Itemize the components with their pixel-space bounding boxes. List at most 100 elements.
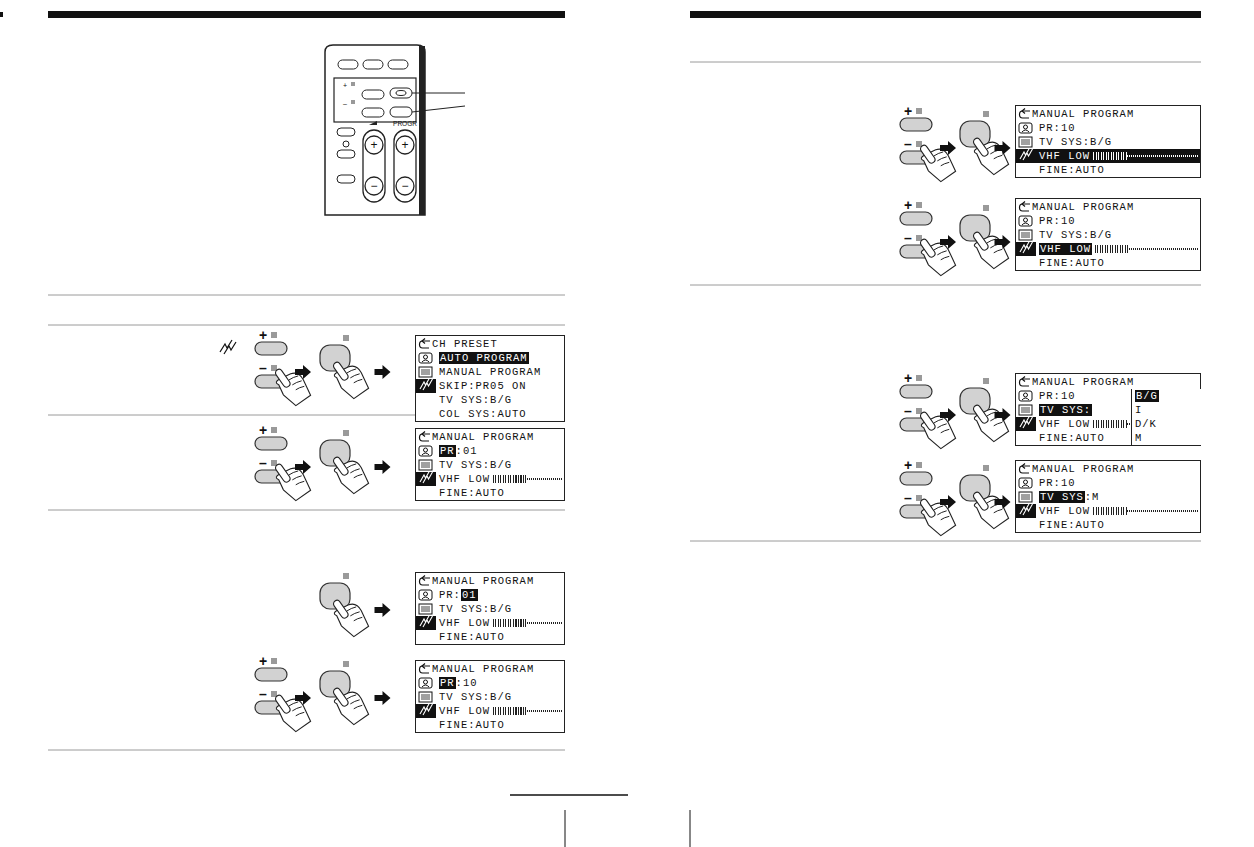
button-step [255, 332, 391, 408]
line-art [274, 368, 291, 388]
line-art [421, 695, 430, 699]
line-art [973, 491, 1011, 531]
layout-box: PR:10TV SYS:B/GVHF LOWFINE:AUTO [1036, 121, 1200, 177]
menu-text: FINE:AUTO [439, 631, 505, 643]
menu-text: FINE:AUTO [439, 719, 505, 731]
line-art [396, 136, 414, 154]
pressing-hand [968, 130, 1012, 177]
menu-title: MANUAL PROGRAM [432, 663, 534, 675]
menu-title-row: MANUAL PROGRAM [1016, 461, 1200, 476]
remote-key-label: − [401, 180, 408, 192]
line-art [422, 453, 429, 455]
menu-line: VHF LOW [1036, 242, 1200, 256]
menu-text: M [1135, 432, 1142, 444]
layout-box [527, 478, 562, 480]
step-arrow [375, 460, 391, 474]
menu-line: D/K [1132, 417, 1202, 431]
header-bar [690, 11, 1201, 18]
line-art [333, 599, 371, 639]
menu-text: PR [439, 677, 456, 689]
line-art [420, 471, 433, 483]
line-art [416, 616, 436, 630]
line-art [419, 692, 432, 702]
layout-box: PR:10TV SYS:B/GVHF LOWFINE:AUTO [436, 676, 564, 732]
line-art [394, 130, 416, 202]
step-arrow [995, 495, 1011, 509]
layout-box [416, 351, 436, 421]
line-art [334, 78, 416, 122]
pressing-hand [328, 680, 372, 727]
layout-box: PR:10TV SYS:B/GVHF LOWFINE:AUTO [1016, 121, 1200, 177]
menu-icons [1016, 389, 1036, 431]
step-arrow [940, 495, 956, 509]
layout-box [1016, 214, 1036, 270]
button-shape [900, 385, 932, 398]
menu-text: VHF LOW [439, 705, 490, 717]
pressing-hand [270, 456, 314, 503]
line-art [422, 575, 425, 580]
menu-text: :10 [456, 677, 478, 689]
remote-key-label: + [343, 82, 347, 89]
level-bar [1093, 152, 1198, 160]
line-art [565, 810, 566, 847]
remote-control [325, 45, 465, 215]
line-art [337, 150, 355, 158]
line-art [1019, 216, 1032, 226]
button-step [900, 462, 1011, 538]
line-art [48, 325, 565, 326]
menu-icons [1016, 214, 1036, 256]
level-bar [1093, 507, 1198, 515]
line-art [388, 60, 408, 69]
line-art [421, 607, 430, 611]
button-step [900, 375, 1011, 451]
layout-box [1093, 420, 1127, 428]
menu-text: PR:10 [1039, 390, 1076, 402]
menu-text: D/K [1135, 418, 1157, 430]
layout-box [416, 444, 436, 500]
pressing-hand [328, 592, 372, 639]
pressing-hand [915, 137, 959, 184]
line-art [332, 687, 349, 707]
line-art [420, 434, 431, 441]
menu-line: FINE:AUTO [1036, 518, 1200, 532]
line-art [289, 469, 305, 486]
line-art [362, 90, 384, 99]
line-art [343, 141, 349, 147]
layout-box: PR:01TV SYS:B/GVHF LOWFINE:AUTO [416, 588, 564, 644]
step-arrow [995, 408, 1011, 422]
line-art [325, 45, 425, 215]
menu-title: MANUAL PROGRAM [1032, 463, 1134, 475]
line-art [220, 340, 236, 354]
line-art [1024, 480, 1028, 484]
level-bar [493, 619, 562, 627]
menu-line: PR:10 [1036, 214, 1200, 228]
menu-text: TV SYS [1039, 491, 1085, 503]
menu-text: TV SYS:B/G [1039, 229, 1112, 241]
menu-title: CH PRESET [432, 338, 498, 350]
pressing-hand [328, 449, 372, 496]
line-art [934, 504, 950, 521]
line-art [1022, 130, 1029, 132]
line-art [1020, 241, 1033, 253]
line-art [396, 91, 406, 96]
menu-title-row: MANUAL PROGRAM [1016, 106, 1200, 121]
menu-line: COL SYS:AUTO [436, 407, 564, 421]
line-art [1016, 417, 1036, 431]
line-art [422, 431, 425, 436]
button-label: – [904, 231, 912, 245]
color-mark [271, 332, 277, 338]
layout-box [1095, 245, 1129, 253]
button-step [320, 573, 391, 639]
menu-text: PR:10 [1039, 215, 1076, 227]
menu-title-row: MANUAL PROGRAM [1016, 199, 1200, 214]
layout-box [527, 710, 562, 712]
step-arrow [940, 141, 956, 155]
layout-box [416, 676, 436, 732]
line-art [420, 341, 431, 348]
color-mark [916, 462, 922, 468]
line-art [1020, 416, 1033, 428]
line-art [1019, 405, 1032, 415]
line-art [419, 590, 432, 600]
line-art [347, 693, 363, 710]
button-step [255, 427, 391, 503]
